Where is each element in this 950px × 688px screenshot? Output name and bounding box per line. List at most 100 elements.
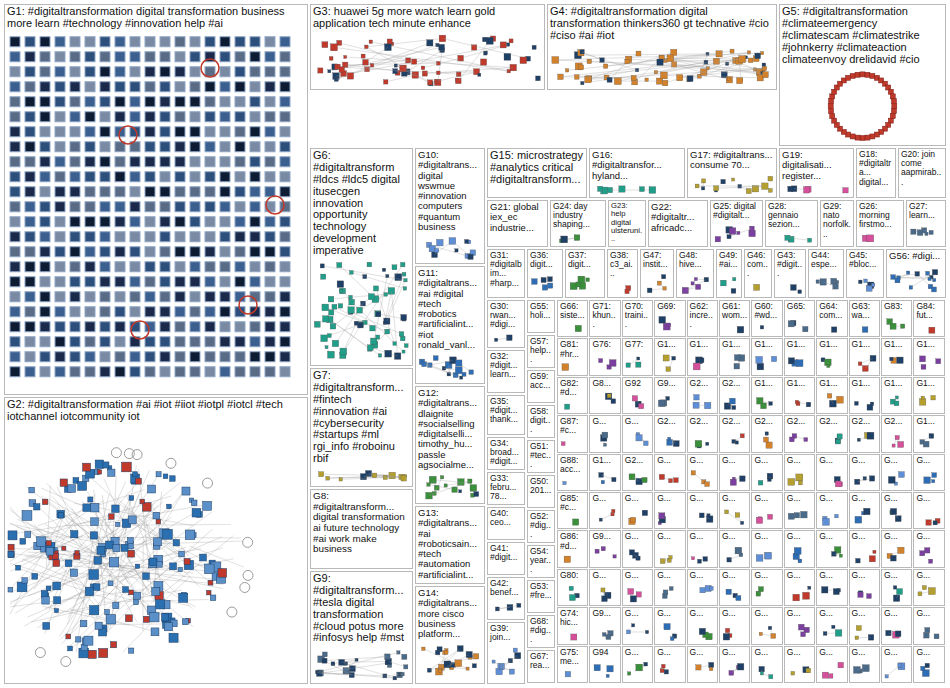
vertex-image [798,481,802,485]
vertex-image [108,581,113,586]
vertex-image [830,94,835,99]
vertex-image [25,37,35,47]
vertex-image [170,563,177,570]
edge-line [429,649,460,671]
vertex-image [613,555,616,558]
vertex-image [220,172,230,182]
vertex-image [607,666,613,672]
vertex-image [55,217,65,227]
vertex-image [54,609,58,613]
vertex-image [140,499,145,504]
edge-line [88,492,148,589]
vertex-image [265,52,275,62]
vertex-image [468,254,473,259]
group-label: G17: #digitaltrans... consume 70... [688,149,776,172]
vertex-image [855,401,859,405]
group-box: G41: #digit... [487,542,525,575]
group-box: G37: digit... [565,249,605,298]
group-label: G32: #digit... learn... [488,351,524,381]
vertex-image [100,52,110,62]
group-box: G48: hive... [676,249,714,298]
vertex-image [70,292,80,302]
vertex-image [897,357,903,363]
edge-line [674,64,729,79]
vertex-image [83,463,91,471]
vertex-image [404,344,408,348]
group-box: G44: espe... [808,249,844,298]
vertex-image [392,265,397,270]
vertex-image [858,362,862,366]
vertex-image [89,570,99,580]
vertex-image [25,352,35,362]
vertex-image [639,404,644,409]
edge-line [761,634,773,636]
vertex-image [435,668,442,675]
vertex-image [179,593,188,602]
vertex-image [160,367,170,377]
vertex-image [55,247,65,257]
vertex-image [891,99,896,104]
vertex-image [265,232,275,242]
vertex-image [10,307,20,317]
vertex-image [190,217,200,227]
vertex-image [205,82,215,92]
vertex-image [265,97,275,107]
vertex-image [25,232,35,242]
vertex-image [10,217,20,227]
edge-line [10,523,113,572]
edge-line [343,265,402,352]
group-box: G59: acc... [527,370,555,403]
vertex-image [100,202,110,212]
vertex-image [669,556,672,559]
edge-line [37,490,144,526]
vertex-image [85,367,95,377]
group-label: G24: day industry shaping... [551,201,605,231]
vertex-image [145,262,155,272]
vertex-image [235,247,245,257]
edge-line [660,62,765,75]
vertex-image [70,142,80,152]
vertex-image [843,188,848,193]
group-label: G34: broad... #digit... [488,438,524,468]
group-label: G42: benef... [488,578,524,598]
vertex-image [455,367,462,374]
vertex-image [85,127,95,137]
vertex-image [762,63,766,67]
vertex-image [921,364,926,369]
vertex-image [235,322,245,332]
vertex-image [175,82,185,92]
vertex-image [205,127,215,137]
vertex-image [932,480,935,483]
vertex-image [112,505,119,512]
edge-line [317,652,398,672]
vertex-image [350,271,354,275]
vertex-image [220,142,230,152]
vertex-image [732,406,736,410]
edge-line [374,475,403,478]
vertex-image [368,345,374,351]
group-label: G59: acc... [528,371,554,391]
vertex-image [869,476,874,481]
vertex-image [85,52,95,62]
vertex-image [664,670,668,674]
vertex-image [769,675,773,679]
vertex-image [145,217,155,227]
vertex-image [115,337,125,347]
vertex-image [184,559,190,565]
vertex-image [130,112,140,122]
vertex-image [43,622,50,629]
vertex-image [801,511,808,518]
vertex-image [190,112,200,122]
vertex-image [846,75,851,80]
vertex-image [128,516,136,524]
vertex-image [704,277,708,281]
vertex-image [929,327,935,333]
vertex-image [768,188,772,192]
vertex-image [439,44,445,50]
edge-line [438,50,442,82]
vertex-image [934,634,939,639]
vertex-image [100,67,110,77]
vertex-image [798,290,802,294]
vertex-image [827,394,832,399]
vertex-image [88,650,96,658]
